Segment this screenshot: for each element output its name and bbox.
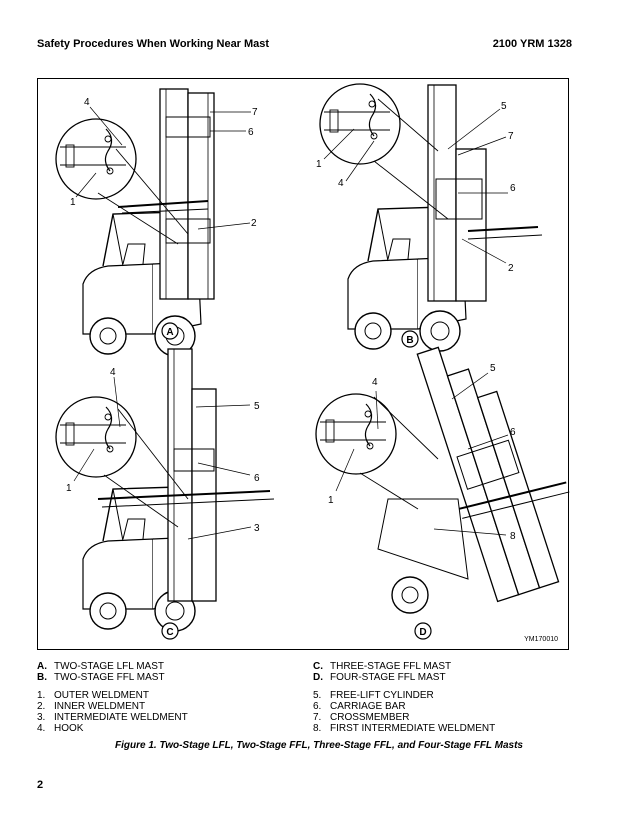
running-header-doc-number: 2100 YRM 1328 — [492, 38, 572, 50]
running-header-title: Safety Procedures When Working Near Mast — [37, 38, 270, 50]
legend-key: D. — [313, 672, 323, 683]
figure-frame: A B C D 4 7 6 1 2 5 7 6 1 4 2 4 5 1 6 3 — [37, 78, 570, 650]
legend-text: HOOK — [54, 723, 84, 734]
legend-text: FIRST INTERMEDIATE WELDMENT — [330, 723, 496, 734]
legend-parts-left: 1. OUTER WELDMENT 2. INNER WELDMENT 3. INTE… — [37, 690, 188, 734]
legend-text: THREE-STAGE FFL MAST — [330, 661, 452, 672]
panel-letter-c: C — [166, 627, 173, 638]
callout-b-1: 1 — [316, 159, 322, 170]
callout-a-6: 6 — [248, 127, 254, 138]
panel-d-illustration — [315, 346, 570, 614]
legend-text: INNER WELDMENT — [54, 701, 146, 712]
legend-text: CARRIAGE BAR — [330, 701, 406, 712]
callout-b-6: 6 — [510, 183, 516, 194]
legend-masts-left: A. TWO-STAGE LFL MAST B. TWO-STAGE FFL MAS… — [37, 661, 165, 683]
callout-b-4: 4 — [338, 178, 344, 189]
legend-text: TWO-STAGE FFL MAST — [54, 672, 165, 683]
figure-caption: Figure 1. Two-Stage LFL, Two-Stage FFL, … — [115, 740, 523, 751]
legend-key: 7. — [313, 712, 322, 723]
legend-item: 6. CARRIAGE BAR — [313, 701, 495, 712]
legend-key: 8. — [313, 723, 322, 734]
callout-a-4: 4 — [84, 97, 90, 108]
panel-b-illustration — [319, 83, 543, 352]
callout-c-6: 6 — [254, 473, 260, 484]
callout-b-2: 2 — [508, 263, 514, 274]
legend-parts-right: 5. FREE-LIFT CYLINDER 6. CARRIAGE BAR 7. CR… — [313, 690, 495, 734]
page-number: 2 — [37, 779, 44, 791]
legend-key: 6. — [313, 701, 322, 712]
legend-key: 5. — [313, 690, 322, 701]
panel-letter-b: B — [406, 335, 413, 346]
callout-d-1: 1 — [328, 495, 334, 506]
legend-key: 4. — [37, 723, 46, 734]
legend-key: A. — [37, 661, 47, 672]
callout-c-4: 4 — [110, 367, 116, 378]
callout-b-7: 7 — [508, 131, 514, 142]
callout-d-6: 6 — [510, 427, 516, 438]
legend-text: INTERMEDIATE WELDMENT — [54, 712, 188, 723]
legend-key: C. — [313, 661, 323, 672]
callout-a-1: 1 — [70, 197, 76, 208]
legend-key: B. — [37, 672, 47, 683]
callout-a-7: 7 — [252, 107, 258, 118]
legend-item: 2. INNER WELDMENT — [37, 701, 188, 712]
panel-c-illustration — [55, 348, 275, 632]
legend-item: A. TWO-STAGE LFL MAST — [37, 661, 165, 672]
legend-text: FREE-LIFT CYLINDER — [330, 690, 434, 701]
legend-masts-right: C. THREE-STAGE FFL MAST D. FOUR-STAGE FFL … — [313, 661, 451, 683]
legend-key: 1. — [37, 690, 46, 701]
legend-text: CROSSMEMBER — [330, 712, 410, 723]
callout-d-8: 8 — [510, 531, 516, 542]
callout-d-4: 4 — [372, 377, 378, 388]
legend-item: 4. HOOK — [37, 723, 188, 734]
legend-item: B. TWO-STAGE FFL MAST — [37, 672, 165, 683]
legend-text: TWO-STAGE LFL MAST — [54, 661, 165, 672]
callout-c-5: 5 — [254, 401, 260, 412]
legend-item: C. THREE-STAGE FFL MAST — [313, 661, 451, 672]
figure-id-code: YM170010 — [524, 636, 558, 643]
legend-text: OUTER WELDMENT — [54, 690, 149, 701]
callout-d-5: 5 — [490, 363, 496, 374]
callout-a-2: 2 — [251, 218, 257, 229]
legend-item: 8. FIRST INTERMEDIATE WELDMENT — [313, 723, 495, 734]
legend-item: 5. FREE-LIFT CYLINDER — [313, 690, 495, 701]
legend-item: 1. OUTER WELDMENT — [37, 690, 188, 701]
legend-item: 3. INTERMEDIATE WELDMENT — [37, 712, 188, 723]
legend-key: 2. — [37, 701, 46, 712]
legend-key: 3. — [37, 712, 46, 723]
panel-letter-a: A — [166, 327, 173, 338]
panel-letter-d: D — [419, 627, 426, 638]
legend-item: 7. CROSSMEMBER — [313, 712, 495, 723]
panel-a-illustration — [55, 88, 251, 357]
legend-item: D. FOUR-STAGE FFL MAST — [313, 672, 451, 683]
callout-c-1: 1 — [66, 483, 72, 494]
callout-b-5: 5 — [501, 101, 507, 112]
callout-c-3: 3 — [254, 523, 260, 534]
legend-text: FOUR-STAGE FFL MAST — [330, 672, 446, 683]
mast-illustrations: A B C D 4 7 6 1 2 5 7 6 1 4 2 4 5 1 6 3 — [55, 83, 570, 640]
